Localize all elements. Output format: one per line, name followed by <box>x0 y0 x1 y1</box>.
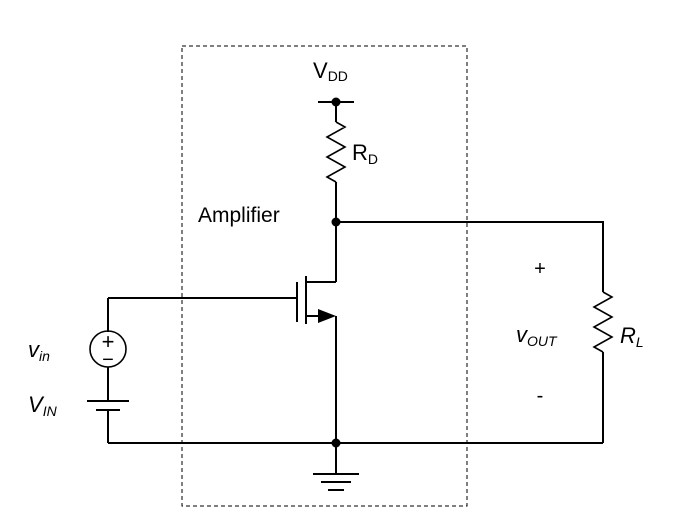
vin-dc-label: VIN <box>28 392 58 419</box>
vout-label: vOUT <box>516 322 558 349</box>
drain-resistor <box>325 121 347 183</box>
rl-label: RL <box>620 323 644 350</box>
output-plus: + <box>534 258 546 280</box>
vin-ac-label: vin <box>28 337 50 364</box>
ac-source-minus: − <box>102 349 114 371</box>
load-resistor <box>592 291 614 353</box>
amplifier-boundary <box>181 45 468 507</box>
source-arrow-icon <box>318 309 336 323</box>
vdd-label: VDD <box>313 58 348 84</box>
output-minus: - <box>537 385 544 407</box>
rd-label: RD <box>352 140 378 167</box>
amplifier-label: Amplifier <box>198 204 280 227</box>
output-wire-top <box>336 221 604 292</box>
ac-source-plus: + <box>102 329 115 354</box>
